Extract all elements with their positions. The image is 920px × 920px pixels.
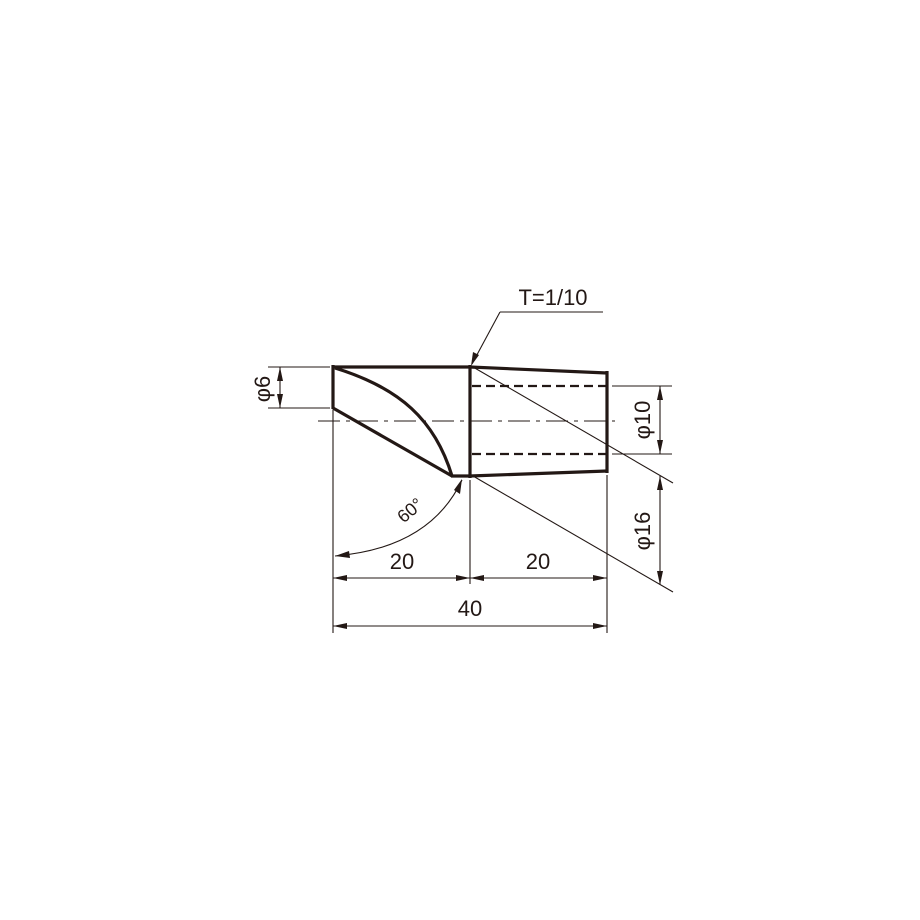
hidden-bore-lines	[472, 384, 606, 456]
dim40-arrow-right	[593, 623, 607, 629]
dim-left-20-label: 20	[390, 549, 414, 574]
phi10-label: φ10	[630, 401, 655, 440]
dimension-40: 40	[333, 596, 607, 629]
taper-callout: T=1/10	[471, 285, 603, 366]
dimension-phi16: φ16	[630, 476, 663, 585]
dim-total-40-label: 40	[458, 596, 482, 621]
phi10-arrow-top	[657, 386, 663, 400]
dimension-phi10: φ10	[630, 386, 663, 454]
dimension-20-20: 20 20	[333, 549, 607, 581]
dim40-arrow-left	[333, 623, 347, 629]
angle-label: 60°	[393, 494, 427, 527]
dim20-arrow-right-end	[593, 575, 607, 581]
phi6-arrow-top	[277, 367, 283, 381]
dimension-phi6: φ6	[250, 367, 283, 408]
phi6-label: φ6	[250, 376, 275, 403]
shank-bottom-edge	[469, 469, 608, 478]
phi16-arrow-bottom	[657, 571, 663, 585]
phi6-arrow-bottom	[277, 394, 283, 408]
taper-leader-arrow	[471, 352, 479, 366]
dim20-arrow-right-start	[470, 575, 484, 581]
angle-dimension: 60°	[334, 479, 463, 558]
phi16-arrow-top	[657, 476, 663, 490]
angle-arrow-right	[454, 479, 462, 494]
phi16-extension-upper	[472, 366, 674, 484]
extension-lines	[268, 366, 674, 633]
chamfer-edge	[332, 406, 453, 478]
curved-cutting-edge	[334, 366, 454, 477]
taper-label: T=1/10	[518, 285, 587, 310]
phi16-label: φ16	[630, 512, 655, 551]
shank-top-edge	[469, 365, 608, 375]
dim20-arrow-left-end	[456, 575, 470, 581]
angle-arrow-left	[335, 551, 350, 558]
phi16-extension-lower	[472, 475, 674, 593]
angle-arc	[334, 479, 463, 557]
phi10-arrow-bottom	[657, 440, 663, 454]
dim20-arrow-left-start	[333, 575, 347, 581]
dim-right-20-label: 20	[526, 549, 550, 574]
